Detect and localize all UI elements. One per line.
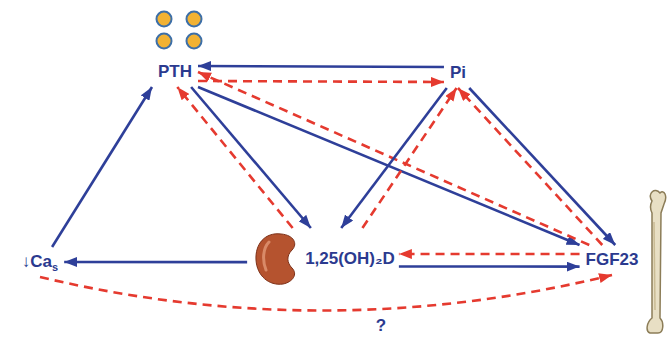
inhibition-arrow [399, 253, 580, 256]
stimulation-arrow [198, 66, 444, 67]
inhibition-arrow [40, 275, 612, 311]
hormone-label: PTH [152, 57, 198, 87]
inhibition-arrow [177, 87, 292, 228]
subscript: s [52, 261, 58, 273]
hormone-label: FGF23 [580, 245, 645, 275]
stimulation-arrow [64, 261, 247, 264]
parathyroid-glands [157, 12, 202, 49]
kidney-illustration [251, 230, 301, 288]
stimulation-arrow [52, 87, 152, 247]
node-text: Pi [450, 63, 466, 83]
inhibition-arrow [362, 88, 456, 228]
edge-label: ? [376, 316, 386, 336]
calcium-label: ↓Cas [16, 247, 64, 277]
stimulation-arrow [469, 88, 615, 245]
inhibition-arrow [458, 88, 602, 245]
mineral-label: Pi [444, 58, 472, 88]
vitamin-d-label: 1,25(OH)₂D [247, 228, 399, 290]
inhibition-arrow [198, 81, 444, 82]
stimulation-arrow [399, 265, 580, 268]
stimulation-arrow [341, 88, 447, 228]
node-text: FGF23 [586, 250, 639, 270]
femur-bone [647, 191, 666, 333]
node-text: ↓Ca [22, 252, 52, 272]
node-text: 1,25(OH)₂D [305, 249, 395, 269]
stimulation-arrow [198, 87, 580, 245]
inhibition-arrow [198, 72, 589, 245]
node-text: PTH [158, 62, 192, 82]
